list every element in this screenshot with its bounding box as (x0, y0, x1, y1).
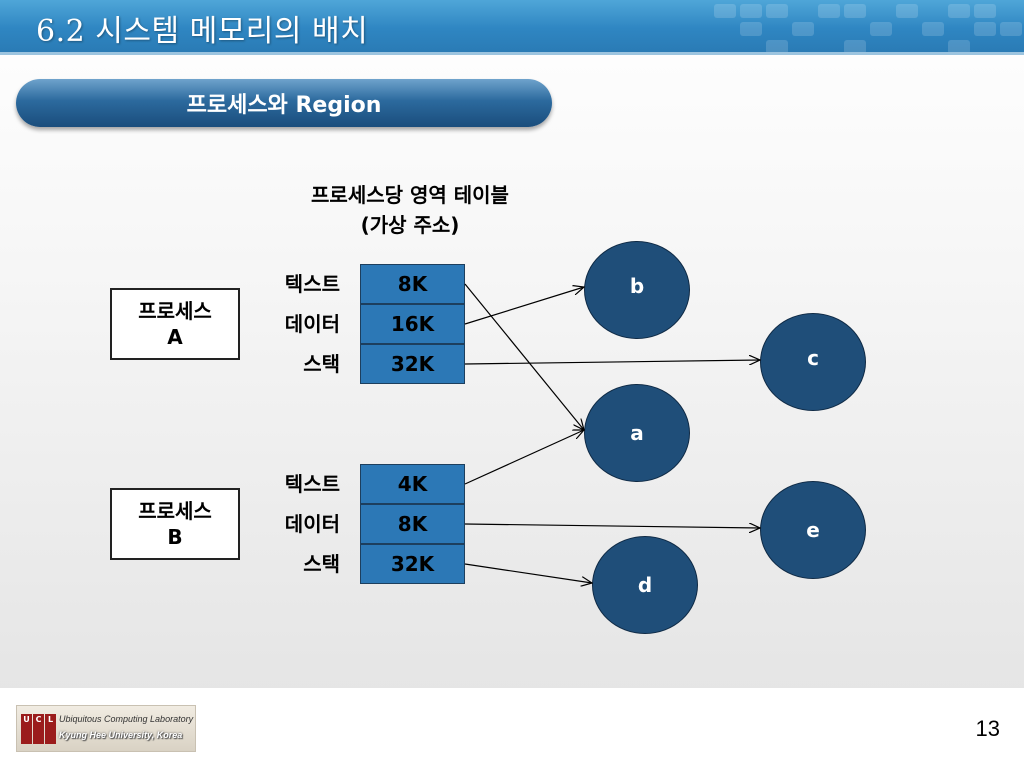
process-b-text-label: 텍스트 (284, 472, 340, 496)
region-a: a (584, 384, 690, 482)
process-a-id: A (167, 325, 183, 349)
process-b-stack-cell: 32K (360, 544, 465, 584)
region-table-heading-line2: (가상 주소) (360, 213, 460, 237)
process-a-label: 프로세스 (138, 299, 212, 323)
region-e: e (760, 481, 866, 579)
process-a-text-label: 텍스트 (284, 272, 340, 296)
lab-logo: U C L Ubiquitous Computing Laboratory Ky… (16, 705, 196, 752)
slide-header: 6.2 시스템 메모리의 배치 (0, 0, 1024, 52)
region-c: c (760, 313, 866, 411)
arrow-a-text-to-a (464, 283, 584, 430)
arrow-a-stack-to-c (464, 360, 760, 364)
process-b-data-cell: 8K (360, 504, 465, 544)
process-a-text-cell: 8K (360, 264, 465, 304)
region-table-heading: 프로세스당 영역 테이블 (가상 주소) (250, 180, 570, 240)
lab-name: Ubiquitous Computing Laboratory (59, 714, 194, 724)
process-a-stack-cell: 32K (360, 344, 465, 384)
process-b-box: 프로세스 B (110, 488, 240, 560)
process-a-box: 프로세스 A (110, 288, 240, 360)
section-title: 프로세스와 Region (16, 79, 552, 127)
process-b-stack-label: 스택 (303, 552, 340, 576)
process-b-id: B (167, 525, 183, 549)
process-a-data-cell: 16K (360, 304, 465, 344)
process-b-data-label: 데이터 (284, 512, 340, 536)
process-b-text-cell: 4K (360, 464, 465, 504)
university-name: Kyung Hee University, Korea (59, 730, 183, 740)
arrow-b-data-to-e (464, 524, 760, 528)
process-b-label: 프로세스 (138, 499, 212, 523)
region-table-heading-line1: 프로세스당 영역 테이블 (311, 183, 509, 207)
page-number: 13 (975, 716, 1000, 741)
arrow-a-data-to-b (464, 287, 584, 325)
slide-title: 6.2 시스템 메모리의 배치 (36, 14, 369, 49)
region-d: d (592, 536, 698, 634)
process-a-data-label: 데이터 (284, 312, 340, 336)
process-a-stack-label: 스택 (303, 352, 340, 376)
arrow-b-text-to-a (464, 430, 584, 485)
header-decoration (564, 0, 1024, 52)
ucl-logo-mark: U C L (21, 714, 56, 744)
region-b: b (584, 241, 690, 339)
arrow-b-stack-to-d (464, 563, 592, 583)
header-divider (0, 52, 1024, 55)
